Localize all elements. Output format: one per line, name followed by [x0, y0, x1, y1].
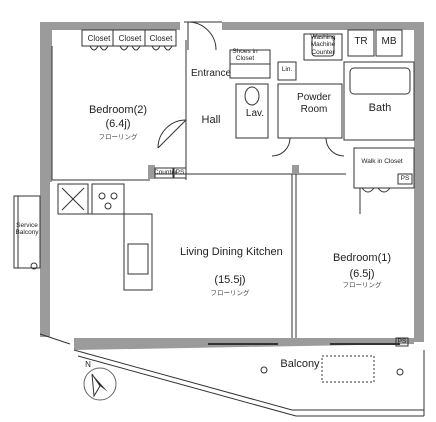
- north-label: N: [85, 360, 91, 369]
- service-balcony: [13, 195, 41, 270]
- service-balcony-label: Service Balcony: [15, 222, 39, 237]
- washing-machine-counter-label: Washing Machine Counter: [310, 34, 336, 56]
- entrance-label: Entrance: [190, 68, 232, 79]
- wet-area: [229, 29, 415, 157]
- bedroom-1-size: (6.5j): [349, 268, 375, 280]
- ps-label-3: PS: [397, 338, 407, 345]
- closet-label-1: Closet: [87, 34, 111, 43]
- mb-label: MB: [381, 36, 397, 47]
- ldk-name: Living Dining Kitchen: [180, 246, 283, 258]
- bath-label: Bath: [368, 102, 392, 114]
- lav-label: Lav.: [245, 108, 265, 119]
- ps-label-2: PS: [400, 175, 410, 182]
- bedroom-1-name: Bedroom(1): [332, 252, 392, 264]
- bedroom-2-walls: [51, 40, 187, 181]
- closet-row: [81, 29, 177, 51]
- ldk-floor: フローリング: [210, 289, 250, 297]
- structural-walls: [40, 22, 424, 342]
- balcony: [39, 333, 425, 417]
- balcony-label: Balcony: [280, 358, 320, 370]
- shoes-in-closet-label: Shoes in Closet: [232, 48, 258, 63]
- tr-label: TR: [354, 36, 368, 47]
- north-arrow: [83, 367, 117, 401]
- closet-label-2: Closet: [118, 34, 142, 43]
- bedroom-2-name: Bedroom(2): [88, 104, 148, 116]
- counter-label: Counter: [154, 169, 178, 176]
- counter-box: [154, 167, 174, 179]
- ps-box-1: [173, 167, 187, 179]
- lin-label: Lin.: [281, 66, 293, 73]
- ps-label-1: PS: [175, 169, 185, 176]
- bedroom-2-size: (6.4j): [105, 118, 131, 130]
- hall-label: Hall: [201, 114, 221, 126]
- bedroom-1-floor: フローリング: [342, 281, 382, 289]
- interior-walls: [155, 147, 415, 338]
- ldk-size: (15.5j): [214, 274, 246, 286]
- entrance-door: [184, 21, 222, 51]
- closet-label-3: Closet: [149, 34, 173, 43]
- powder-room-label: Powder Room: [297, 92, 331, 115]
- bedroom-2-floor: フローリング: [98, 133, 138, 141]
- ps-box-2: [397, 173, 413, 185]
- kitchen: [57, 183, 153, 291]
- ps-box-3: [395, 337, 409, 347]
- walk-in-closet-label: Walk in Closet: [361, 158, 403, 165]
